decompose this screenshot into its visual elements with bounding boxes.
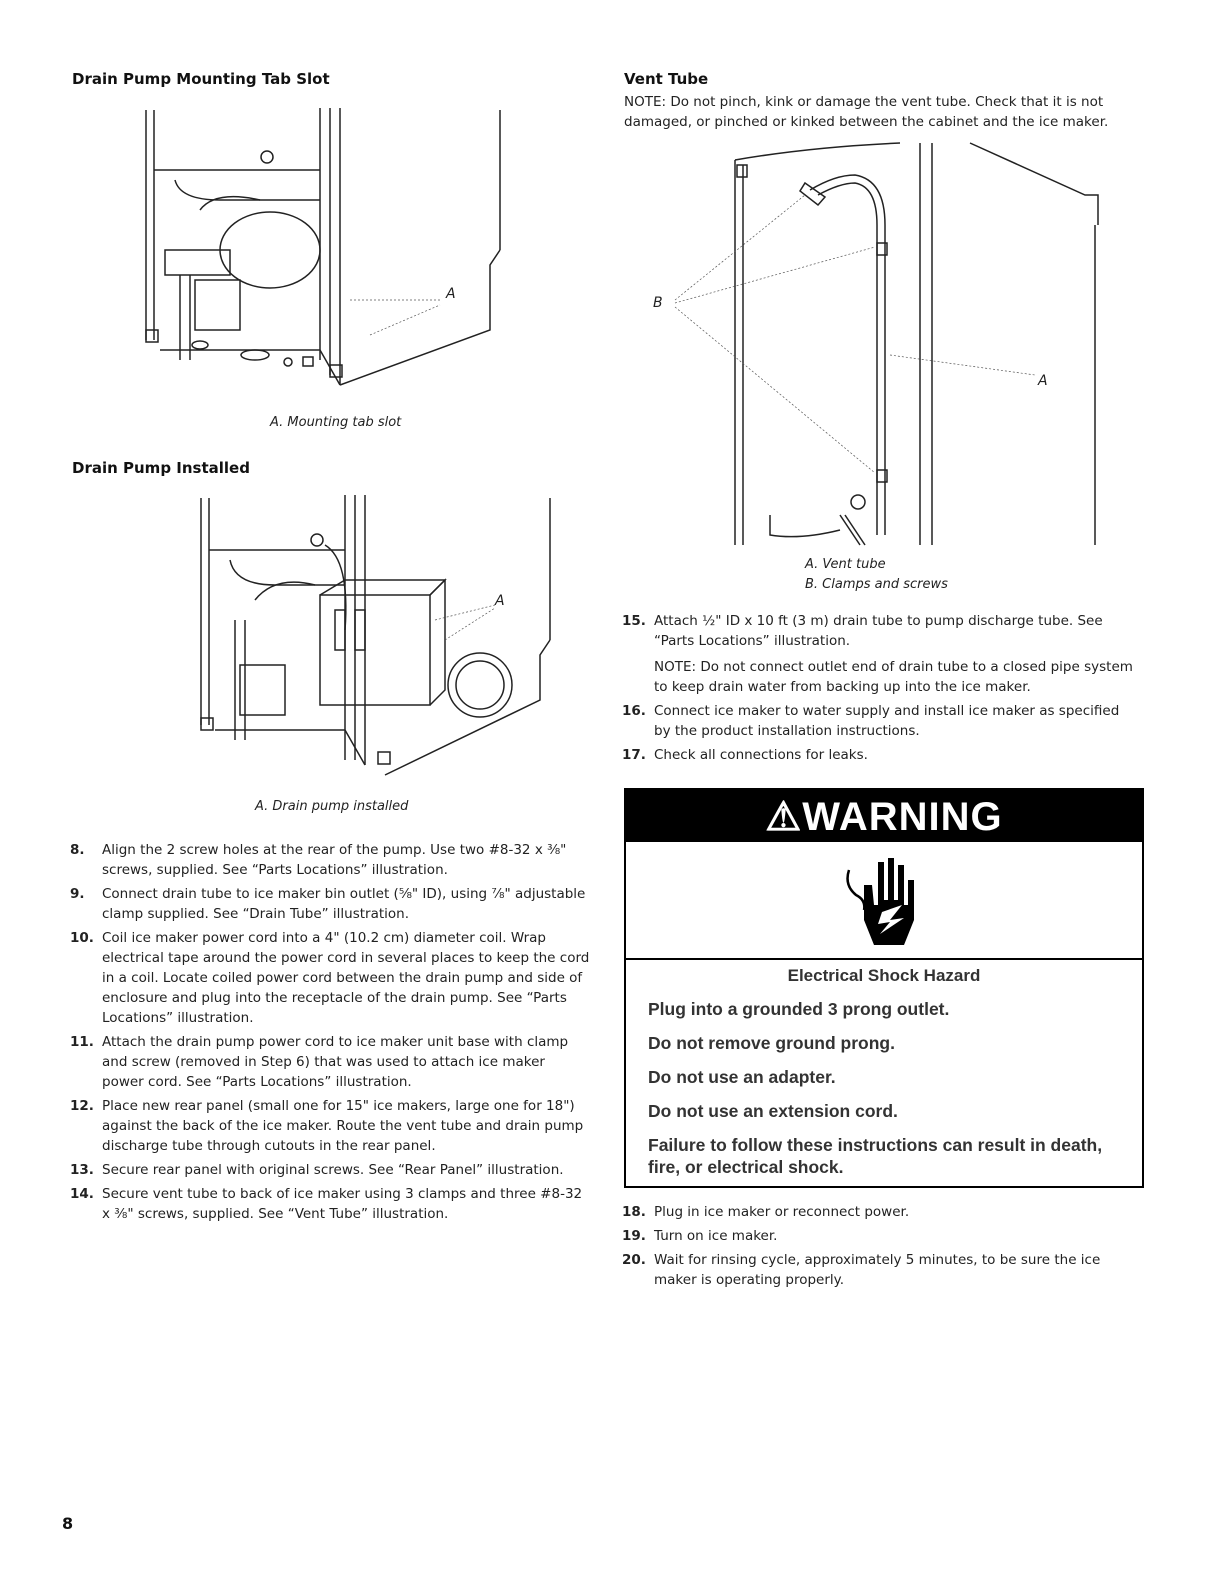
- step-19: 19. Turn on ice maker.: [622, 1226, 1140, 1246]
- fig1-caption: A. Mounting tab slot: [270, 415, 402, 430]
- warning-icon-area: [626, 842, 1142, 960]
- fig2-heading: Drain Pump Installed: [72, 459, 250, 477]
- warning-title: Electrical Shock Hazard: [787, 966, 981, 985]
- step-12: 12. Place new rear panel (small one for 1…: [70, 1096, 590, 1156]
- step-20: 20. Wait for rinsing cycle, approximately…: [622, 1250, 1140, 1290]
- step-text: Coil ice maker power cord into a 4" (10.…: [102, 930, 590, 1026]
- warning-line: Plug into a grounded 3 prong outlet.: [648, 999, 950, 1019]
- right-steps-list-a: 15. Attach ½" ID x 10 ft (3 m) drain tube…: [622, 611, 1140, 769]
- step-number: 19.: [622, 1228, 646, 1244]
- warning-lines: Plug into a grounded 3 prong outlet. Do …: [648, 998, 1128, 1190]
- step-text: Turn on ice maker.: [654, 1228, 778, 1244]
- step-number: 17.: [622, 747, 646, 763]
- step-text: Secure rear panel with original screws. …: [102, 1162, 564, 1178]
- drain-pump-installed-illustration: A: [200, 495, 551, 776]
- step-note: NOTE: Do not connect outlet end of drain…: [654, 659, 1133, 695]
- step-number: 11.: [70, 1034, 94, 1050]
- warning-line: Do not remove ground prong.: [648, 1033, 895, 1053]
- step-text: Attach the drain pump power cord to ice …: [102, 1034, 569, 1090]
- step-number: 16.: [622, 703, 646, 719]
- right-steps-list-b: 18. Plug in ice maker or reconnect power.…: [622, 1202, 1140, 1294]
- vent-callout-b: B: [653, 295, 663, 311]
- step-8: 8. Align the 2 screw holes at the rear of…: [70, 840, 590, 880]
- step-number: 20.: [622, 1252, 646, 1268]
- vent-caption-a: A. Vent tube: [805, 557, 886, 572]
- warning-line: Do not use an extension cord.: [648, 1101, 898, 1121]
- vent-callout-a: A: [1037, 373, 1048, 389]
- electrical-shock-hand-icon: [846, 858, 914, 945]
- page-number: 8: [62, 1514, 74, 1533]
- fig1-callout: A: [445, 286, 456, 302]
- fig2-caption: A. Drain pump installed: [255, 799, 409, 814]
- step-text: Secure vent tube to back of ice maker us…: [102, 1186, 583, 1222]
- step-number: 9.: [70, 886, 85, 902]
- step-text: Align the 2 screw holes at the rear of t…: [102, 842, 567, 878]
- step-18: 18. Plug in ice maker or reconnect power.: [622, 1202, 1140, 1222]
- step-text: Attach ½" ID x 10 ft (3 m) drain tube to…: [654, 613, 1103, 649]
- step-number: 13.: [70, 1162, 94, 1178]
- step-number: 14.: [70, 1186, 94, 1202]
- step-number: 12.: [70, 1098, 94, 1114]
- step-text: Place new rear panel (small one for 15" …: [102, 1098, 584, 1154]
- step-text: Connect drain tube to ice maker bin outl…: [102, 886, 586, 922]
- step-10: 10. Coil ice maker power cord into a 4" (…: [70, 928, 590, 1028]
- step-16: 16. Connect ice maker to water supply and…: [622, 701, 1140, 741]
- vent-tube-heading: Vent Tube: [624, 70, 709, 88]
- warning-box: ⚠WARNING Electrical Shock Hazard Plug in…: [624, 788, 1144, 1188]
- step-text: Plug in ice maker or reconnect power.: [654, 1204, 910, 1220]
- step-11: 11. Attach the drain pump power cord to i…: [70, 1032, 590, 1092]
- step-text: Wait for rinsing cycle, approximately 5 …: [654, 1252, 1101, 1288]
- step-text: Connect ice maker to water supply and in…: [654, 703, 1120, 739]
- vent-caption-b: B. Clamps and screws: [805, 577, 948, 592]
- step-17: 17. Check all connections for leaks.: [622, 745, 1140, 765]
- vent-tube-note: NOTE: Do not pinch, kink or damage the v…: [624, 94, 1109, 130]
- step-number: 18.: [622, 1204, 646, 1220]
- step-9: 9. Connect drain tube to ice maker bin ou…: [70, 884, 590, 924]
- left-steps-list: 8. Align the 2 screw holes at the rear of…: [70, 840, 590, 1228]
- step-number: 10.: [70, 930, 94, 946]
- step-15: 15. Attach ½" ID x 10 ft (3 m) drain tube…: [622, 611, 1140, 697]
- step-13: 13. Secure rear panel with original screw…: [70, 1160, 590, 1180]
- warning-header: ⚠WARNING: [626, 790, 1142, 842]
- step-text: Check all connections for leaks.: [654, 747, 868, 763]
- step-number: 15.: [622, 613, 646, 629]
- drain-pump-mounting-illustration: A: [145, 108, 501, 386]
- fig2-callout: A: [494, 593, 505, 609]
- step-number: 8.: [70, 842, 85, 858]
- vent-tube-illustration: B A: [653, 142, 1099, 546]
- fig1-heading: Drain Pump Mounting Tab Slot: [72, 70, 330, 88]
- warning-line: Failure to follow these instructions can…: [648, 1135, 1103, 1177]
- step-14: 14. Secure vent tube to back of ice maker…: [70, 1184, 590, 1224]
- warning-line: Do not use an adapter.: [648, 1067, 836, 1087]
